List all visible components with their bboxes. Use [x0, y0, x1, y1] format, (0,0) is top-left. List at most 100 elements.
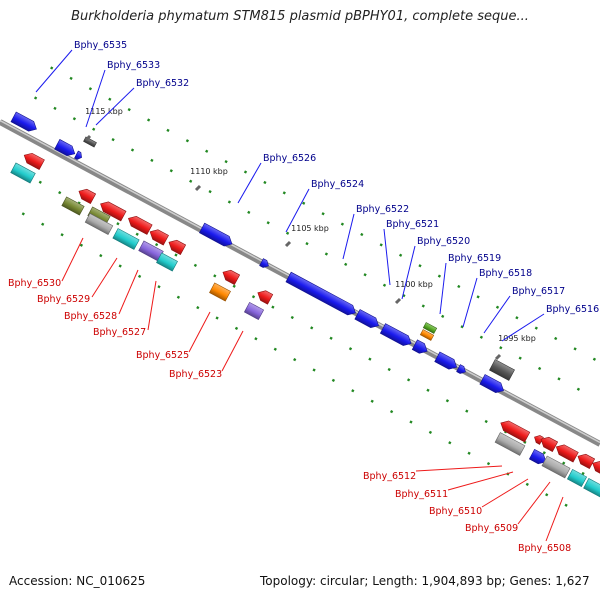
gene-label: Bphy_6524: [311, 179, 364, 190]
accession-label: Accession: NC_010625: [9, 574, 146, 588]
gene-olive-1: [61, 196, 85, 216]
gene-bphy-6532: [74, 150, 82, 160]
gene-bphy-6517: [456, 364, 466, 374]
label-leader: [481, 478, 529, 508]
label-leader: [401, 245, 416, 300]
gene-label: Bphy_6532: [136, 78, 189, 89]
label-leader: [85, 69, 106, 128]
label-leader: [439, 262, 447, 315]
label-leader: [61, 237, 84, 282]
gene-bphy-6509: [566, 468, 588, 488]
scale-ticks: 1115 kbp 1110 kbp 1105 kbp 1100 kbp 1095 kbp: [84, 107, 536, 361]
gene-red-9: [500, 420, 531, 443]
scale-tick-mark: [494, 353, 502, 361]
gene-red-13: [577, 453, 596, 470]
gene-bphy-6526: [199, 222, 233, 247]
gene-bphy-6521: [354, 309, 379, 329]
gene-label: Bphy_6508: [518, 543, 571, 554]
gene-label: Bphy_6525: [136, 350, 189, 361]
gene-label: Bphy_6533: [107, 60, 160, 71]
gene-label: Bphy_6528: [64, 311, 117, 322]
gene-label: Bphy_6519: [448, 253, 501, 264]
gene-label: Bphy_6535: [74, 40, 127, 51]
gene-bphy-6520: [379, 323, 412, 346]
gene-label: Bphy_6517: [512, 286, 565, 297]
scale-tick-mark: [194, 184, 202, 192]
label-leader: [447, 471, 514, 491]
gene-red-7: [222, 269, 241, 286]
gene-cyan-2: [156, 252, 178, 272]
scale-tick-label: 1105 kbp: [291, 224, 329, 233]
gene-label: Bphy_6510: [429, 506, 482, 517]
gene-red-3: [100, 201, 127, 222]
gene-red-8: [257, 290, 274, 305]
scale-tick-label: 1100 kbp: [395, 280, 433, 289]
label-leader: [237, 162, 262, 204]
label-leader: [147, 280, 157, 331]
gene-bphy-6530: [23, 152, 45, 170]
gene-red-14: [592, 460, 600, 475]
gene-bphy-6516: [479, 374, 504, 394]
label-leader: [118, 269, 139, 315]
gene-red-4: [128, 215, 153, 235]
label-leader: [95, 87, 135, 126]
gene-orange-small: [419, 329, 435, 341]
gene-bphy-6511: [541, 455, 571, 479]
scale-tick-label: 1110 kbp: [190, 167, 228, 176]
gene-bphy-6522: [285, 271, 356, 316]
gene-red-2: [78, 188, 97, 205]
gene-cyan-1: [10, 162, 36, 184]
gene-bphy-6510: [528, 448, 547, 465]
gene-bphy-6512: [494, 432, 526, 456]
gene-bphy-6528: [112, 228, 140, 250]
gene-bphy-6523: [243, 301, 265, 321]
gene-label: Bphy_6512: [363, 471, 416, 482]
label-leader: [285, 188, 310, 233]
label-leader: [342, 213, 355, 260]
label-leader: [517, 481, 551, 525]
gene-label: Bphy_6526: [263, 153, 316, 164]
gene-bphy-6508: [583, 478, 600, 498]
scale-tick-mark: [84, 134, 92, 142]
gene-label: Bphy_6518: [479, 268, 532, 279]
gene-label: Bphy_6520: [417, 236, 470, 247]
label-leader: [383, 228, 391, 286]
label-leader: [545, 496, 564, 542]
gene-red-12: [555, 444, 579, 463]
gene-label: Bphy_6509: [465, 523, 518, 534]
gene-darkgray: [489, 359, 515, 381]
track-dots: [19, 66, 597, 507]
gene-red-6: [168, 239, 187, 256]
gene-label: Bphy_6523: [169, 369, 222, 380]
scale-tick-label: 1115 kbp: [85, 107, 123, 116]
scale-tick-mark: [284, 240, 292, 248]
label-leader: [188, 311, 211, 353]
gene-bphy-6524: [259, 258, 269, 268]
label-leader: [415, 465, 503, 472]
gene-label: Bphy_6527: [93, 327, 146, 338]
forward-gene-labels: Bphy_6535Bphy_6533Bphy_6532Bphy_6526Bphy…: [35, 40, 599, 342]
gene-bphy-6525: [209, 282, 231, 302]
gene-bphy-6533: [54, 139, 76, 157]
label-leader: [501, 313, 545, 342]
gene-green: [422, 322, 438, 334]
gene-bphy-6529: [84, 213, 114, 235]
gene-label: Bphy_6516: [546, 304, 599, 315]
gene-bphy-6519: [411, 339, 428, 354]
scale-tick-mark: [394, 297, 402, 305]
label-leader: [91, 257, 118, 298]
gene-label: Bphy_6511: [395, 489, 448, 500]
label-leader: [483, 295, 511, 334]
gene-label: Bphy_6522: [356, 204, 409, 215]
gene-bphy-6535: [10, 111, 37, 132]
scale-tick-label: 1095 kbp: [498, 334, 536, 343]
gene-label: Bphy_6529: [37, 294, 90, 305]
label-leader: [221, 330, 244, 372]
gene-red-11: [540, 436, 559, 453]
label-leader: [462, 277, 478, 328]
reverse-gene-labels: Bphy_6530Bphy_6529Bphy_6528Bphy_6527Bphy…: [8, 237, 571, 554]
gene-label: Bphy_6530: [8, 278, 61, 289]
map-title: Burkholderia phymatum STM815 plasmid pBP…: [71, 9, 529, 24]
label-leader: [35, 49, 73, 93]
